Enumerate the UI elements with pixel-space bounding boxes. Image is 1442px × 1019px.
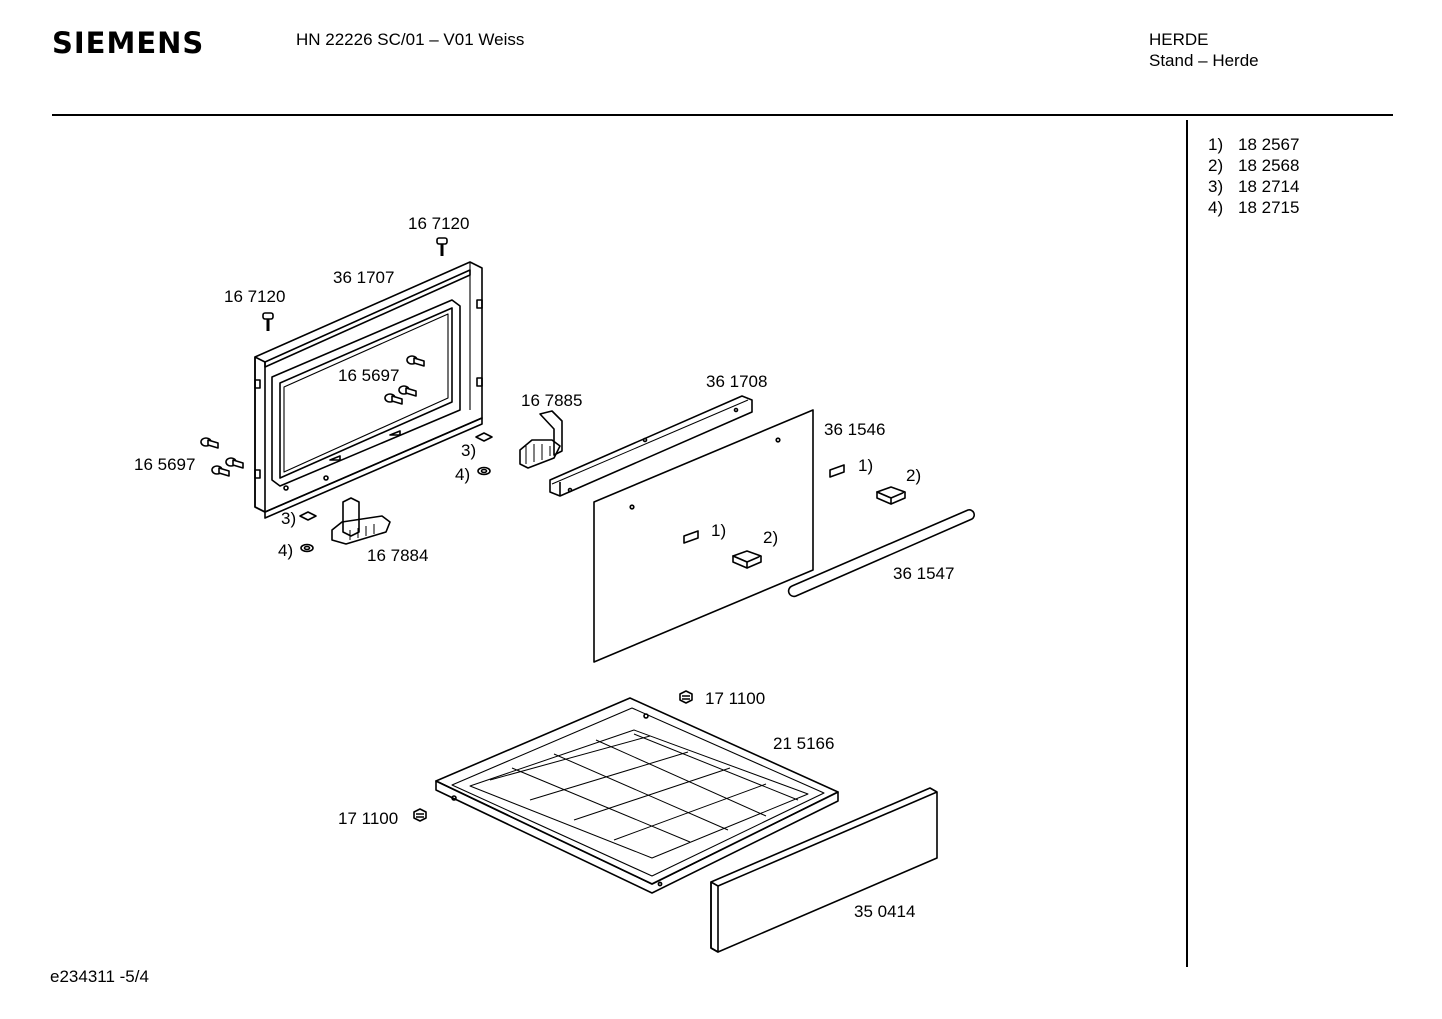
- label-screws-inner: 16 5697: [338, 366, 399, 385]
- label-tray: 21 5166: [773, 734, 834, 753]
- rod-part: [787, 509, 975, 598]
- category-label: HERDE: [1149, 30, 1209, 49]
- rail-part: [549, 395, 753, 497]
- label-ref-2-right: 2): [906, 466, 921, 485]
- brand-logo: SIEMENS: [52, 26, 205, 60]
- clip-2-panel: [732, 550, 762, 569]
- washer-4-upper: [477, 466, 491, 476]
- legend-value: 18 2714: [1238, 177, 1300, 196]
- label-screw-top: 16 7120: [408, 214, 469, 233]
- label-screws-outer: 16 5697: [134, 455, 195, 474]
- label-rod: 36 1547: [893, 564, 954, 583]
- label-glass-panel: 36 1546: [824, 420, 885, 439]
- legend-key: 1): [1208, 135, 1224, 154]
- label-clip-left: 17 1100: [338, 809, 398, 828]
- legend-row: 2) 18 2568: [1208, 155, 1299, 176]
- legend-value: 18 2568: [1238, 156, 1300, 175]
- legend-value: 18 2567: [1238, 135, 1300, 154]
- label-ref-4-lower: 4): [278, 541, 293, 560]
- label-hinge-left: 16 7884: [367, 546, 428, 565]
- clip-1-panel: [683, 530, 699, 544]
- clip-3-upper: [475, 432, 493, 442]
- legend-key: 2): [1208, 156, 1224, 175]
- label-ref-3-lower: 3): [281, 509, 296, 528]
- tray-clip-left: [413, 808, 427, 822]
- legend-key: 3): [1208, 177, 1224, 196]
- label-frame: 36 1707: [333, 268, 394, 287]
- label-ref-4-upper: 4): [455, 465, 470, 484]
- glass-panel-part: [593, 409, 814, 663]
- drawer-front-part: [710, 787, 938, 953]
- label-clip-top: 17 1100: [705, 689, 765, 708]
- parts-legend: 1) 18 2567 2) 18 2568 3) 18 2714 4) 18 2715: [1208, 134, 1299, 218]
- header-divider: [52, 114, 1393, 116]
- subcategory-label: Stand – Herde: [1149, 51, 1259, 70]
- legend-row: 1) 18 2567: [1208, 134, 1299, 155]
- screw-inner: [384, 355, 425, 405]
- label-ref-1-right: 1): [858, 456, 873, 475]
- drawing-id: e234311 -5/4: [50, 967, 149, 986]
- clip-2-right: [876, 486, 906, 505]
- legend-row: 4) 18 2715: [1208, 197, 1299, 218]
- clip-3-lower: [299, 511, 317, 521]
- clip-1-right: [829, 464, 845, 478]
- part-labels: 16 7120 36 1707 16 7120 16 5697 16 5697 …: [134, 214, 954, 921]
- label-ref-2-panel: 2): [763, 528, 778, 547]
- door-frame-part: [254, 261, 483, 519]
- label-ref-3-upper: 3): [461, 441, 476, 460]
- label-screw-left: 16 7120: [224, 287, 285, 306]
- tray-part: [435, 697, 839, 894]
- hinge-right-part: [519, 410, 563, 469]
- legend-value: 18 2715: [1238, 198, 1300, 217]
- label-rail: 36 1708: [706, 372, 767, 391]
- legend-divider: [1186, 120, 1188, 967]
- label-hinge-right: 16 7885: [521, 391, 582, 410]
- label-drawer-front: 35 0414: [854, 902, 915, 921]
- screw-outer: [200, 437, 244, 477]
- tray-grid: [489, 733, 799, 843]
- screw-part: [200, 237, 448, 477]
- hinge-left-part: [331, 497, 391, 545]
- washer-4-lower: [300, 543, 314, 553]
- screw-top: [436, 237, 448, 256]
- legend-key: 4): [1208, 198, 1224, 217]
- tray-clip-top: [679, 690, 693, 704]
- screw-left: [262, 312, 274, 331]
- legend-row: 3) 18 2714: [1208, 176, 1299, 197]
- label-ref-1-panel: 1): [711, 521, 726, 540]
- model-title: HN 22226 SC/01 – V01 Weiss: [296, 30, 525, 49]
